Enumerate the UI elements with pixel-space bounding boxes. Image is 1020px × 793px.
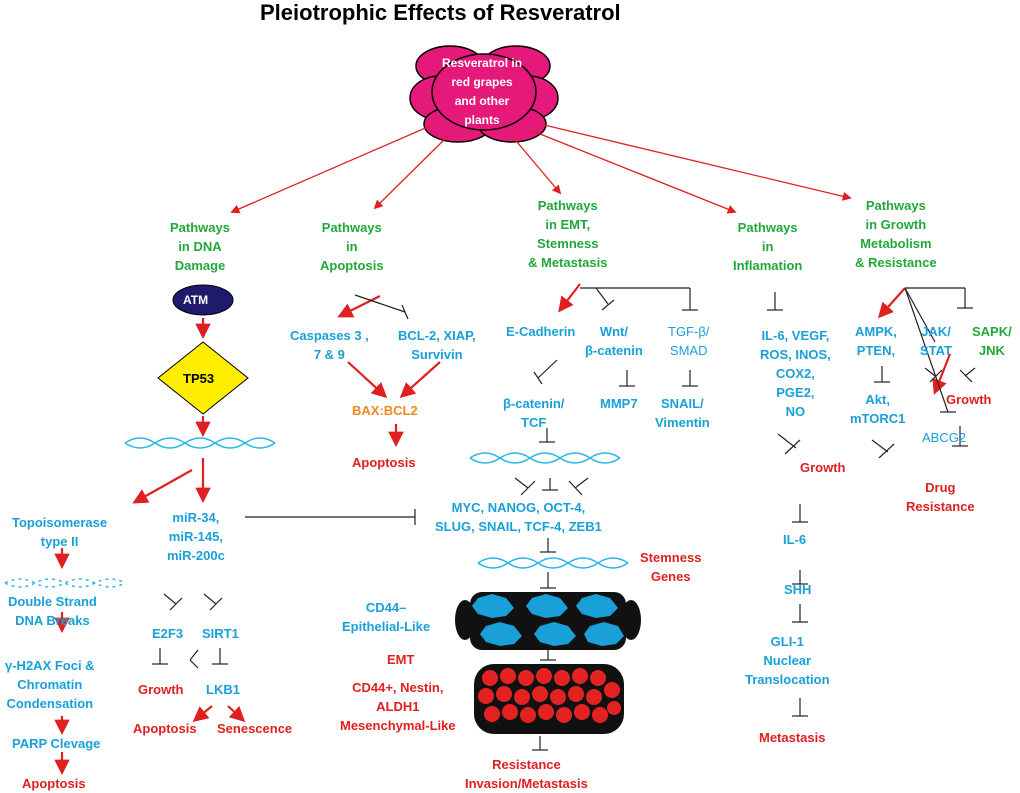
- tp53-node: [157, 341, 249, 415]
- akt-mtorc1-label: Akt, mTORC1: [850, 392, 906, 426]
- pathway-emt: Pathways in EMT, Stemness & Metastasis: [528, 198, 608, 270]
- mir-growth-label: Growth: [138, 682, 184, 697]
- e-cadherin-label: E-Cadherin: [506, 324, 576, 339]
- jak-stat-label: JAK/ STAT: [920, 324, 953, 358]
- inflammatory-mediators-label: IL-6, VEGF, ROS, INOS, COX2, PGE2, NO: [760, 328, 831, 419]
- inflammation-growth-label: Growth: [800, 460, 846, 475]
- cd44-epithelial-label: CD44– Epithelial-Like: [342, 600, 431, 634]
- atm-label: ATM: [183, 293, 209, 307]
- metastasis-label: Metastasis: [759, 730, 826, 745]
- outcome-arrows: [54, 283, 952, 776]
- e2f3-label: E2F3: [152, 626, 184, 641]
- apoptosis-outcome-label: Apoptosis: [352, 455, 416, 470]
- atm-node: [172, 284, 234, 316]
- pathway-apoptosis: Pathways in Apoptosis: [320, 220, 384, 273]
- snail-vimentin-label: SNAIL/ Vimentin: [655, 396, 710, 430]
- senescence-label: Senescence: [217, 721, 293, 736]
- topoisomerase-label: Topoisomerase type II: [12, 515, 108, 549]
- ampk-pten-label: AMPK, PTEN,: [855, 324, 897, 358]
- drug-resistance-label: Drug Resistance: [906, 480, 975, 514]
- h2ax-label: γ-H2AX Foci & Chromatin Condensation: [5, 658, 95, 711]
- il6-label: IL-6: [783, 532, 807, 547]
- tgf-beta-smad-label: TGF-β/ SMAD: [668, 324, 710, 358]
- abcg2-label: ABCG2: [922, 430, 967, 445]
- dna-apoptosis-label: Apoptosis: [22, 776, 86, 791]
- pathway-dna-damage: Pathways in DNA Damage: [170, 220, 230, 273]
- mmp7-label: MMP7: [600, 396, 638, 411]
- epithelial-cell-cluster: [455, 592, 641, 650]
- mir-apoptosis-label: Apoptosis: [133, 721, 197, 736]
- mirna-label: miR-34, miR-145, miR-200c: [167, 510, 225, 563]
- stemness-genes-label: Stemness Genes: [640, 550, 702, 584]
- resveratrol-cloud-shape: [409, 45, 559, 143]
- pathway-growth: Pathways in Growth Metabolism & Resistan…: [855, 198, 937, 270]
- tp53-label: TP53: [183, 371, 215, 386]
- sapk-jnk-label: SAPK/ JNK: [972, 324, 1012, 358]
- mesenchymal-cell-cluster: [474, 664, 624, 734]
- shh-label: SHH: [784, 582, 812, 597]
- resveratrol-source-label: Resveratrol in red grapes and other plan…: [442, 56, 523, 127]
- source-arrows: [230, 123, 852, 214]
- gli1-label: GLI-1 Nuclear Translocation: [745, 634, 830, 687]
- caspases-label: Caspases 3 , 7 & 9: [290, 328, 369, 362]
- double-strand-breaks-label: Double Strand DNA Breaks: [8, 594, 97, 628]
- sirt1-label: SIRT1: [202, 626, 239, 641]
- wnt-beta-catenin-label: Wnt/ β-catenin: [585, 324, 643, 358]
- growth-metabolism-growth-label: Growth: [946, 392, 992, 407]
- bax-bcl2-label: BAX:BCL2: [352, 403, 418, 418]
- parp-clevage-label: PARP Clevage: [12, 736, 101, 751]
- cd44-mesenchymal-label: CD44+, Nestin, ALDH1 Mesenchymal-Like: [340, 680, 456, 733]
- pathway-inflammation: Pathways in Inflamation: [733, 220, 803, 273]
- dna-waves: [124, 437, 629, 569]
- dna-fragments: [4, 578, 126, 588]
- resistance-invasion-label: Resistance Invasion/Metastasis: [465, 757, 588, 791]
- beta-catenin-tcf-label: β-catenin/ TCF: [503, 396, 565, 430]
- lkb1-label: LKB1: [206, 682, 240, 697]
- bcl2-xiap-survivin-label: BCL-2, XIAP, Survivin: [398, 328, 476, 362]
- stemness-genes-list: MYC, NANOG, OCT-4, SLUG, SNAIL, TCF-4, Z…: [435, 500, 602, 534]
- emt-label: EMT: [387, 652, 415, 667]
- diagram-title: Pleiotrophic Effects of Resveratrol: [260, 0, 621, 25]
